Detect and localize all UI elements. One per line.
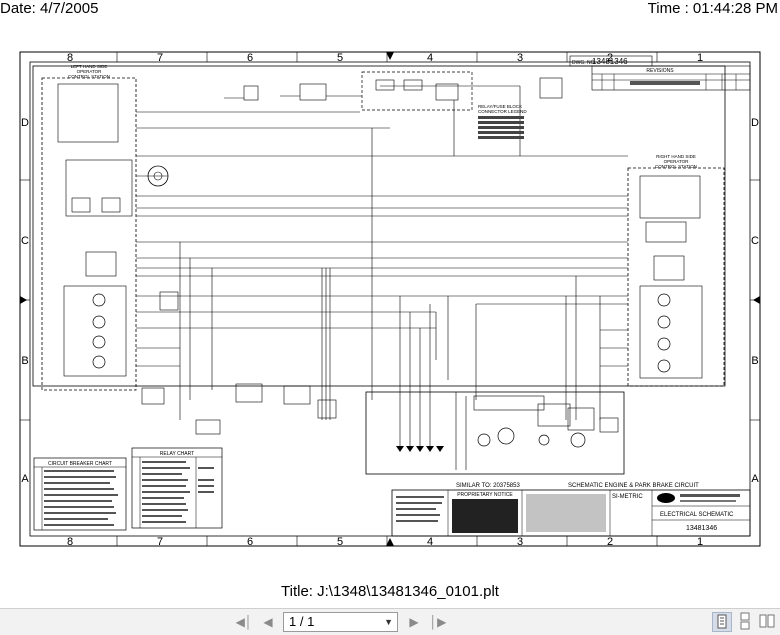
row-label-d: D <box>21 117 29 129</box>
svg-text:LEFT HAND SIDE: LEFT HAND SIDE <box>71 64 108 69</box>
continuous-view-icon[interactable] <box>736 612 756 632</box>
last-page-icon[interactable]: │▶ <box>429 615 447 629</box>
row-label-b: B <box>21 355 28 367</box>
svg-text:OPERATOR: OPERATOR <box>77 69 103 74</box>
wire-bus <box>136 85 628 367</box>
col-label-5: 5 <box>337 52 343 64</box>
row-label-d-right: D <box>751 117 759 129</box>
col-label-1: 1 <box>697 52 703 64</box>
svg-text:CONTROL STATION: CONTROL STATION <box>655 164 697 169</box>
page-select-value: 1 / 1 <box>289 614 315 629</box>
schematic-title: SCHEMATIC ENGINE & PARK BRAKE CIRCUIT <box>568 483 699 489</box>
col-label-8: 8 <box>67 52 73 64</box>
schematic-drawing: 8 7 6 5 4 3 2 1 8 7 6 5 4 3 2 1 D C B A … <box>19 51 761 548</box>
relay-fuse-block: RELAY/FUSE BLOCK CONNECTOR LEGEND <box>361 71 527 139</box>
schematic-sheet: 8 7 6 5 4 3 2 1 8 7 6 5 4 3 2 1 D C B A … <box>0 30 780 550</box>
revision-block: DWG. NO. 13481346 REVISIONS <box>569 55 751 91</box>
doc-number-top: 13481346 <box>592 57 628 66</box>
prev-page-icon[interactable]: ◀ <box>263 615 273 629</box>
print-header: Date: 4/7/2005 Time : 01:44:28 PM <box>0 0 780 22</box>
engine-circuit-box <box>365 391 625 475</box>
dwg-no-label: DWG. NO. <box>572 60 596 66</box>
rh-control-station: RIGHT HAND SIDE OPERATOR CONTROL STATION <box>627 154 725 387</box>
svg-text:RIGHT HAND SIDE: RIGHT HAND SIDE <box>656 154 696 159</box>
lh-control-station: LEFT HAND SIDE OPERATOR CONTROL STATION <box>41 64 169 391</box>
title-block: PROPRIETARY NOTICE SI-METRIC ELECTRICAL … <box>391 489 751 537</box>
circuit-breaker-chart-title: CIRCUIT BREAKER CHART <box>48 461 112 467</box>
circuit-breaker-chart: CIRCUIT BREAKER CHART <box>33 457 127 531</box>
next-page-icon[interactable]: ▶ <box>409 615 419 629</box>
col-label-6-bottom: 6 <box>247 536 253 548</box>
svg-text:CONTROL STATION: CONTROL STATION <box>68 74 110 79</box>
similar-to-label: SIMILAR TO: 20375853 <box>456 483 520 489</box>
single-page-view-icon[interactable] <box>712 612 732 632</box>
relay-chart-title: RELAY CHART <box>160 451 194 457</box>
col-label-8-bottom: 8 <box>67 536 73 548</box>
relay-legend-line1: RELAY/FUSE BLOCK <box>478 104 522 109</box>
row-label-b-right: B <box>751 355 758 367</box>
col-label-1-bottom: 1 <box>697 536 703 548</box>
print-date: Date: 4/7/2005 <box>0 0 99 17</box>
col-label-7-bottom: 7 <box>157 536 163 548</box>
col-label-4-bottom: 4 <box>427 536 433 548</box>
row-label-a: A <box>21 473 29 485</box>
relay-chart: RELAY CHART <box>131 447 223 529</box>
top-components <box>224 77 563 101</box>
wire-verticals <box>179 100 601 450</box>
row-label-c-right: C <box>751 235 759 247</box>
row-label-a-right: A <box>751 473 759 485</box>
row-label-c: C <box>21 235 29 247</box>
svg-text:OPERATOR: OPERATOR <box>664 159 690 164</box>
page-select[interactable]: 1 / 1 ▼ <box>283 612 398 632</box>
metric-label: SI-METRIC <box>612 494 643 500</box>
print-time: Time : 01:44:28 PM <box>647 0 778 17</box>
chevron-down-icon: ▼ <box>384 617 393 627</box>
two-page-view-icon[interactable] <box>758 612 778 632</box>
col-label-2: 2 <box>607 52 613 64</box>
col-label-5-bottom: 5 <box>337 536 343 548</box>
doc-number-title-block: 13481346 <box>686 525 717 532</box>
col-label-4: 4 <box>427 52 433 64</box>
viewer-toolbar: ◀│ ◀ 1 / 1 ▼ ▶ │▶ <box>0 608 780 635</box>
print-title: Title: J:\1348\13481346_0101.plt <box>281 583 499 600</box>
revisions-label: REVISIONS <box>646 68 674 74</box>
electrical-schematic-label: ELECTRICAL SCHEMATIC <box>660 512 734 518</box>
col-label-2-bottom: 2 <box>607 536 613 548</box>
col-label-6: 6 <box>247 52 253 64</box>
mid-components <box>141 291 337 435</box>
col-label-3-bottom: 3 <box>517 536 523 548</box>
col-label-3: 3 <box>517 52 523 64</box>
proprietary-notice-label: PROPRIETARY NOTICE <box>457 492 513 498</box>
relay-legend-line2: CONNECTOR LEGEND <box>478 109 527 114</box>
col-label-7: 7 <box>157 52 163 64</box>
first-page-icon[interactable]: ◀│ <box>235 615 253 629</box>
